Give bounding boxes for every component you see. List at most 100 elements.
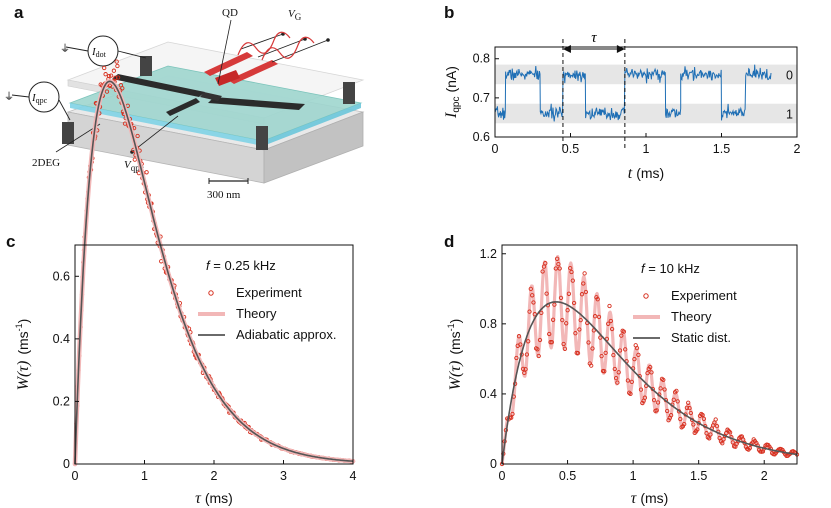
c-xtick-label: 1 (141, 469, 148, 483)
c-ylabel-var: W(τ) (15, 361, 32, 391)
d-experiment-point (638, 387, 644, 392)
d-experiment-point (599, 353, 604, 359)
d-experiment-point (520, 366, 526, 372)
d-experiment-point (747, 445, 752, 451)
twodeg-label: 2DEG (32, 157, 60, 169)
d-experiment-point (668, 413, 674, 418)
d-experiment-point (562, 346, 568, 351)
d-experiment-point (661, 377, 666, 383)
idot-wire (117, 50, 147, 59)
qpc-gate (166, 98, 200, 116)
c-legend-experiment-marker (208, 290, 214, 296)
d-experiment-point (531, 300, 536, 305)
d-experiment-point (552, 302, 557, 307)
d-experiment-point (720, 441, 725, 446)
d-experiment-point (607, 303, 612, 309)
d-experiment-point (556, 261, 561, 267)
c-experiment-point (104, 89, 110, 94)
d-experiment-point (717, 435, 722, 441)
d-experiment-point (561, 341, 566, 347)
iqpc-wire (58, 99, 71, 121)
ground-icon-1: ⏚ (60, 43, 70, 55)
d-static-curve (501, 301, 798, 465)
d-experiment-point (564, 321, 569, 326)
b-ylabel-sub: qpc (451, 97, 462, 113)
d-annotation: f = 10 kHz (641, 261, 700, 276)
d-xtick-label: 0 (499, 469, 506, 483)
c-experiment-point (120, 86, 125, 91)
d-experiment-point (522, 370, 527, 376)
d-experiment-point (606, 321, 611, 326)
b-state1-label: 1 (786, 108, 793, 122)
d-experiment-point (560, 317, 565, 323)
d-experiment-point (523, 367, 528, 372)
contact-right (343, 82, 355, 104)
c-ytick-label: 0.4 (53, 332, 70, 346)
d-experiment-point (528, 286, 533, 292)
d-experiment-point (524, 352, 530, 357)
c-annotation: f = 0.25 kHz (206, 258, 276, 273)
d-experiment-point (678, 416, 683, 422)
b-tau-arrowhead-left (562, 45, 571, 53)
d-experiment-point (568, 265, 573, 271)
d-experiment-point (550, 317, 556, 322)
d-frame (501, 244, 798, 465)
d-experiment-point (592, 314, 598, 319)
c-annotation-var: f (206, 258, 211, 273)
panel-letter-d: d (444, 232, 454, 251)
c-experiment-point (115, 63, 120, 69)
c-xtick-label: 4 (350, 469, 357, 483)
d-experiment-point (707, 436, 712, 441)
d-experiment-point (730, 440, 735, 445)
d-experiment-point (741, 437, 746, 442)
d-experiment-point (708, 432, 713, 437)
d-experiment-point (682, 421, 687, 427)
panel-letter-a: a (14, 3, 24, 22)
d-experiment-point (577, 327, 582, 332)
d-experiment-point (509, 415, 514, 420)
c-experiment-point (103, 72, 108, 77)
vqpc-label: Vqpc (124, 159, 144, 173)
c-experiment-point (144, 170, 149, 175)
b-xtick-label: 0 (492, 142, 499, 156)
c-experiment-point (106, 73, 112, 79)
d-experiment-point (662, 387, 667, 392)
b-tau-arrowhead-right (616, 45, 625, 53)
c-annotation-value: = 0.25 kHz (210, 258, 276, 273)
d-annotation-var: f (641, 261, 646, 276)
d-experiment-point (595, 297, 600, 302)
d-experiment-point (602, 369, 607, 374)
d-experiment-point (675, 399, 680, 404)
d-experiment-point (544, 291, 549, 296)
qd-pointer (217, 19, 232, 85)
d-experiment-point (527, 309, 532, 314)
d-experiment-point (617, 348, 623, 353)
c-ylabel-sup: -1 (14, 323, 24, 331)
substrate-side (263, 111, 364, 184)
qd-gate-1 (204, 52, 253, 76)
contact-back (140, 56, 152, 76)
idot-label: Idot (91, 46, 107, 59)
d-experiment-point (539, 310, 544, 316)
c-experiment-point (122, 121, 128, 126)
d-experiment-point (687, 405, 692, 411)
left-gate (112, 74, 205, 97)
d-experiment-point (581, 281, 586, 286)
c-ylabel-close: ) (15, 319, 31, 324)
d-experiment-point (684, 405, 690, 410)
d-ylabel-sup: -1 (446, 323, 456, 331)
d-experiment-point (596, 314, 602, 320)
d-experiment-point (611, 352, 616, 358)
d-experiment-point (700, 412, 705, 418)
d-experiment-point (510, 411, 515, 417)
c-ylabel: W(τ)(ms-1) (14, 319, 32, 391)
d-experiment-point (623, 347, 628, 352)
d-experiment-point (658, 386, 663, 391)
c-experiment-point (132, 157, 137, 162)
d-experiment-point (615, 380, 620, 385)
c-ytick-label: 0 (63, 457, 70, 471)
wire-3 (271, 39, 329, 63)
c-xtick-label: 3 (280, 469, 287, 483)
